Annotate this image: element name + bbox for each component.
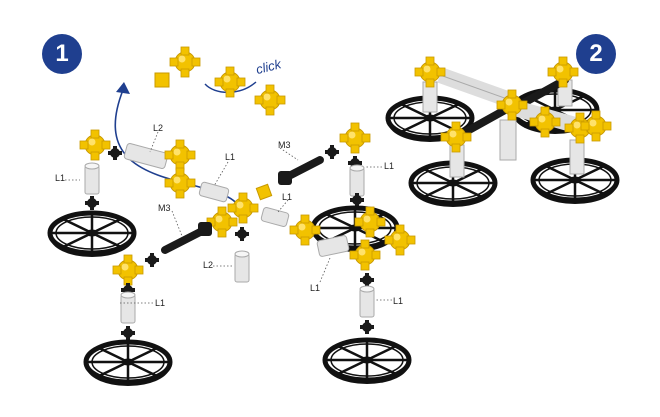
axle-nut-icon [360,320,374,334]
step-2-badge: 2 [576,34,616,74]
wheel-icon [86,342,170,386]
connector-icon [164,167,196,199]
axle-nut-icon [85,196,99,210]
tube-icon [569,139,585,175]
axle-icon [516,76,569,109]
step-1-badge: 1 [42,34,82,74]
connector-icon [112,254,144,286]
tube-icon [234,250,250,283]
curved-arrow-icon [114,89,243,213]
leader-lines [65,131,392,304]
connector-piece-icon [255,183,273,201]
part-label-l2: L2 [203,260,214,270]
part-label-l1: L1 [384,161,395,171]
tube-icon [349,164,365,197]
connector-icon [79,129,111,161]
axle-nut-icon [235,227,249,241]
connector-piece-icon [154,72,170,88]
part-label-m3: M3 [158,203,171,213]
part-label-l1: L1 [310,283,321,293]
axle-icon [278,156,324,185]
part-label-l1: L1 [282,192,293,202]
axle-nut-icon [145,253,159,267]
wheel-icon [325,340,409,384]
part-label-l2: L2 [153,123,164,133]
assembled-model [388,56,617,207]
axle-icon [161,222,212,254]
connector-icon [214,66,246,98]
tube-icon [123,143,169,169]
part-label-l1: L1 [225,152,236,162]
tube-icon [316,235,350,257]
axle-nut-icon [121,326,135,340]
connector-icon [254,84,286,116]
tube-icon [84,162,100,195]
part-label-l1: L1 [393,296,404,306]
connector-icon [339,122,371,154]
arrow-head-icon [116,82,130,94]
tube-icon [198,181,230,203]
part-label-l1: L1 [155,298,166,308]
tube-icon [499,119,517,161]
axle-icon [456,106,509,139]
tube-icon [359,285,375,318]
part-label-m3: M3 [278,140,291,150]
tube-icon [260,207,290,227]
connector-icon [164,139,196,171]
tube-icon [120,291,136,324]
part-label-l1: L1 [55,173,66,183]
axle-nut-icon [325,145,339,159]
connector-icon [384,224,416,256]
wheel-icon [50,213,134,257]
connector-icon [169,46,201,78]
axle-nut-icon [360,273,374,287]
